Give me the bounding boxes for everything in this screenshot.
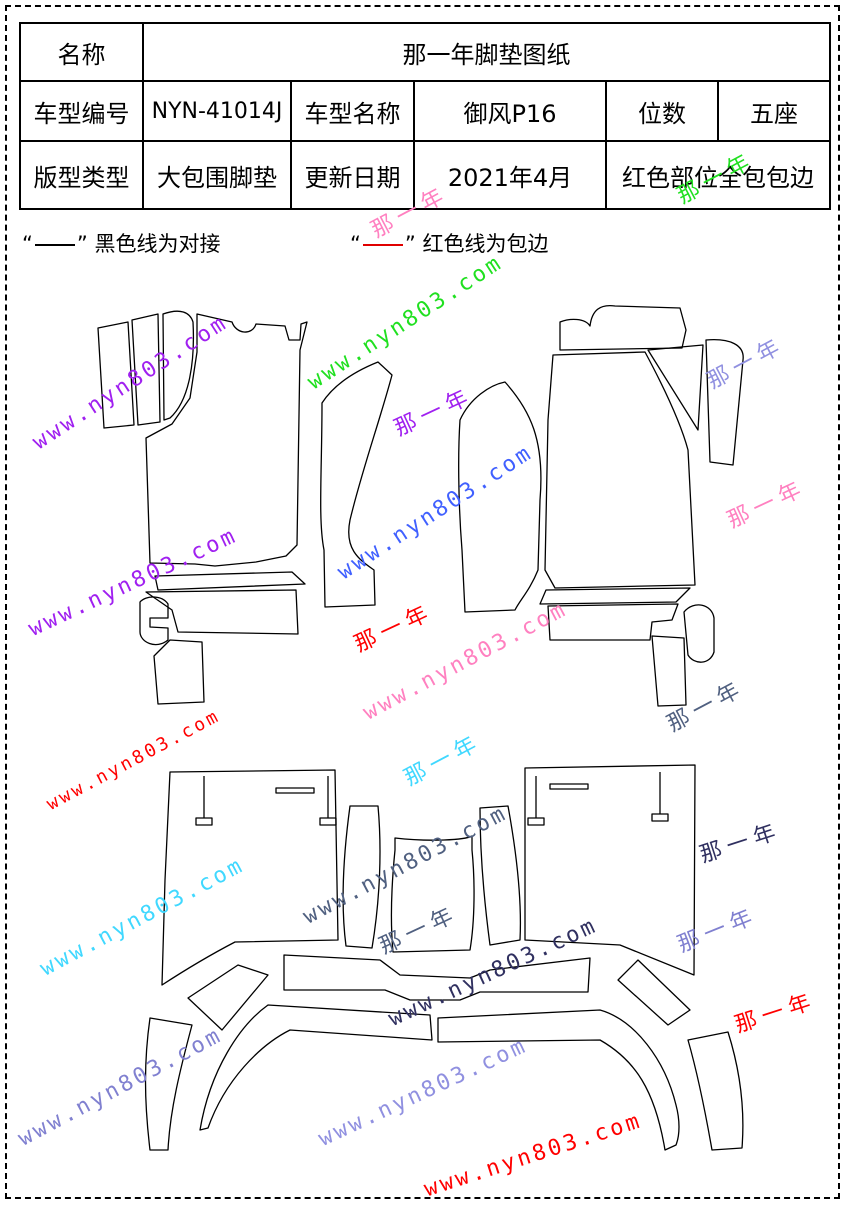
rear-left-arch-strip: [199, 1004, 433, 1131]
update-label: 更新日期: [290, 140, 415, 210]
spec-table: 名称 那一年脚垫图纸 车型编号 NYN-41014J 车型名称 御风P16 位数…: [19, 22, 831, 210]
rear-center-tunnel-mat: [390, 835, 475, 953]
rear-center-left-strip: [342, 805, 381, 949]
seats-label: 位数: [605, 80, 719, 142]
right-door-sill-mat: [458, 381, 542, 613]
left-small-hook-piece: [139, 596, 169, 646]
left-door-sill-mat: [320, 361, 393, 608]
legend-black-open-quote: “: [22, 232, 33, 256]
seats-value: 五座: [717, 80, 831, 142]
right-front-lower-band: [547, 603, 679, 641]
left-front-bottom-strip: [154, 571, 306, 591]
rear-left-slot-2: [319, 817, 337, 826]
edge-note: 红色部位全包包边: [605, 140, 831, 210]
legend-black-text: 黑色线为对接: [94, 232, 221, 256]
legend-black: “ ” 黑色线为对接: [22, 228, 220, 258]
rear-left-side-flap: [144, 1017, 193, 1151]
legend-red: “ ” 红色线为包边: [350, 228, 548, 258]
rear-right-handle-slot: [549, 783, 589, 790]
right-front-main-mat: [544, 351, 696, 589]
left-front-strip-1: [97, 321, 135, 429]
rear-hump-mat: [283, 954, 591, 1001]
left-front-main-mat: [145, 313, 308, 567]
update-value: 2021年4月: [413, 140, 607, 210]
left-front-lower-band: [145, 589, 299, 635]
style-label: 版型类型: [19, 140, 144, 210]
red-line-swatch: [362, 244, 403, 246]
model-name-value: 御风P16: [413, 80, 607, 142]
drawing-title: 那一年脚垫图纸: [142, 22, 831, 82]
rear-right-corner-piece: [617, 959, 691, 1026]
right-front-bottom-strip: [539, 587, 691, 605]
legend-red-text: 红色线为包边: [422, 232, 549, 256]
legend-red-close-quote: ”: [404, 232, 416, 256]
right-small-hook-piece: [683, 604, 715, 663]
legend-black-close-quote: ”: [76, 232, 88, 256]
page-border: [5, 5, 840, 1199]
rear-right-slot-1: [527, 817, 545, 826]
left-lower-extension: [153, 639, 205, 705]
rear-center-right-strip: [479, 805, 522, 946]
right-front-top-tab: [559, 304, 687, 351]
rear-left-corner-piece: [187, 964, 269, 1031]
rear-right-arch-strip: [437, 1009, 680, 1151]
style-value: 大包围脚垫: [142, 140, 292, 210]
right-lower-extension: [651, 635, 687, 707]
left-front-strip-3: [162, 310, 195, 421]
model-code-label: 车型编号: [19, 80, 144, 142]
rear-left-slot-1: [195, 817, 213, 826]
rear-right-side-flap: [687, 1031, 744, 1151]
model-name-label: 车型名称: [290, 80, 415, 142]
name-label: 名称: [19, 22, 144, 82]
rear-right-slot-2: [651, 813, 669, 822]
model-code-value: NYN-41014J: [142, 80, 292, 142]
right-front-side-strip: [647, 344, 704, 431]
left-front-strip-2: [131, 313, 161, 426]
legend-red-open-quote: “: [350, 232, 361, 256]
right-outer-side-strip: [705, 339, 744, 466]
rear-left-handle-slot: [275, 787, 315, 794]
rear-left-seat-mat: [161, 769, 339, 986]
rear-right-seat-mat: [524, 764, 696, 976]
black-line-swatch: [34, 244, 75, 246]
